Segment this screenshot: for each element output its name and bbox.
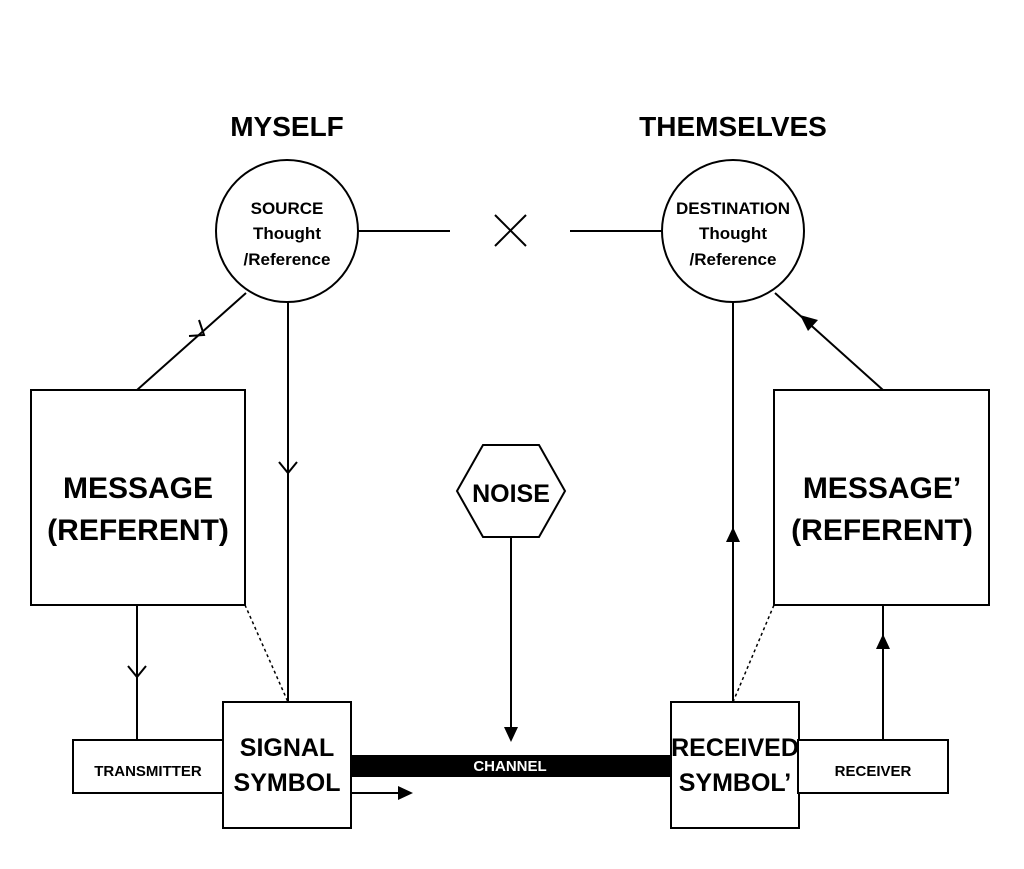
message-to-destination-line <box>774 292 884 391</box>
transmitter-label: TRANSMITTER <box>94 763 202 780</box>
symbol-label: SYMBOL <box>234 769 341 797</box>
receiver-label: RECEIVER <box>835 763 912 780</box>
source-reference: /Reference <box>244 250 331 269</box>
message-right-title: MESSAGE’ <box>803 472 961 505</box>
source-to-message-line <box>136 292 247 391</box>
signal-label: SIGNAL <box>240 734 334 762</box>
cross-icon <box>494 214 527 247</box>
noise-node: NOISE <box>455 444 567 538</box>
destination-thought: Thought <box>699 224 767 243</box>
destination-node: DESTINATION Thought /Reference <box>661 159 805 303</box>
received-symbol-box: RECEIVED SYMBOL’ <box>670 701 800 829</box>
message-signal-dotted-line <box>244 604 289 703</box>
message-right-referent: (REFERENT) <box>791 514 973 547</box>
channel-label: CHANNEL <box>473 758 546 775</box>
chevron-down-icon <box>278 461 298 475</box>
received-message-dotted-line <box>732 604 775 703</box>
noise-label: NOISE <box>472 480 550 508</box>
source-thought: Thought <box>253 224 321 243</box>
receiver-box: RECEIVER <box>797 739 949 794</box>
chevron-down-icon <box>127 665 147 679</box>
message-left-referent: (REFERENT) <box>47 514 229 547</box>
channel-bar: CHANNEL <box>350 755 672 777</box>
message-box-left: MESSAGE (REFERENT) <box>30 389 246 606</box>
received-label: RECEIVED <box>671 734 799 762</box>
title-myself: MYSELF <box>230 111 344 142</box>
arrow-down-icon <box>504 727 518 742</box>
arrow-up-left-icon <box>800 315 818 331</box>
destination-label: DESTINATION <box>676 199 790 218</box>
signal-symbol-box: SIGNAL SYMBOL <box>222 701 352 829</box>
title-themselves: THEMSELVES <box>639 111 827 142</box>
source-label: SOURCE <box>251 199 324 218</box>
transmitter-box: TRANSMITTER <box>72 739 224 794</box>
message-box-right: MESSAGE’ (REFERENT) <box>773 389 990 606</box>
arrow-right-icon <box>398 786 413 800</box>
arrow-up-icon <box>726 527 740 542</box>
chevron-down-icon <box>188 319 206 337</box>
source-node: SOURCE Thought /Reference <box>215 159 359 303</box>
arrow-up-icon <box>876 634 890 649</box>
message-left-title: MESSAGE <box>63 472 213 505</box>
received-symbol-label: SYMBOL’ <box>679 769 792 797</box>
destination-reference: /Reference <box>690 250 777 269</box>
